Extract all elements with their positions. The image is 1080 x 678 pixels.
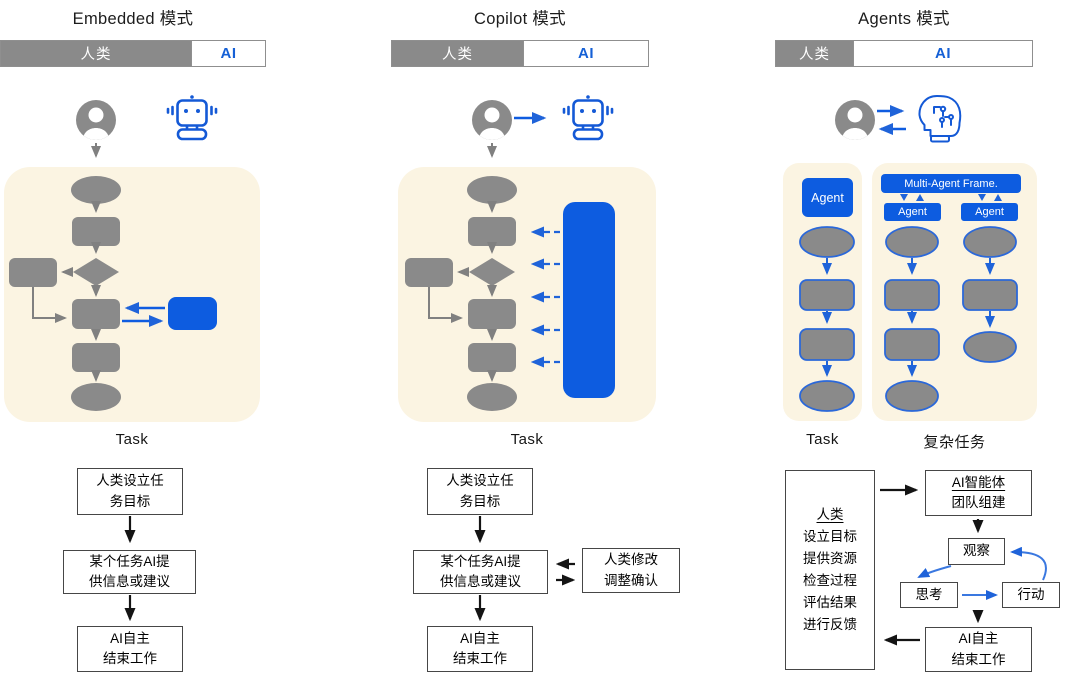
observe-label: 观察 <box>963 543 990 559</box>
human-role-line: 设立目标 <box>803 529 857 545</box>
col1-step2-box: 某个任务AI提 供信息或建议 <box>63 550 196 594</box>
ai-head-icon <box>918 95 962 143</box>
col2-human-label: 人类 <box>442 47 473 63</box>
step-line: 供信息或建议 <box>89 574 170 589</box>
human-role-title: 人类 <box>816 507 844 523</box>
col1-human-segment: 人类 <box>1 41 191 66</box>
human-role-line: 提供资源 <box>803 551 857 567</box>
col2-step1-box: 人类设立任 务目标 <box>427 468 533 515</box>
col3-ratio-bar: 人类 AI <box>775 40 1033 67</box>
step-line: 调整确认 <box>604 572 658 588</box>
step-line: 结束工作 <box>103 651 157 666</box>
col3-human-segment: 人类 <box>776 41 853 66</box>
col3-agent-chains <box>799 105 1018 412</box>
col2-task-label: Task <box>510 431 544 448</box>
step-line: 人类设立任 <box>446 473 514 489</box>
col3-task-label: Task <box>806 431 839 448</box>
col3-ai-segment: AI <box>853 41 1032 66</box>
col2-flowchart <box>405 112 615 411</box>
human-role-line: 进行反馈 <box>803 616 857 632</box>
step-line: 人类设立任 <box>96 473 164 489</box>
step-line: 人类修改 <box>604 552 658 568</box>
col1-ai-label: AI <box>220 45 237 62</box>
col3-act-box: 行动 <box>1002 582 1060 608</box>
col1-ai-assist-box <box>168 297 217 330</box>
col3-agent-left-box: Agent <box>884 203 941 221</box>
step-line: 某个任务AI提 <box>89 553 170 569</box>
col1-ratio-bar: 人类 AI <box>0 40 266 67</box>
step-line: 务目标 <box>109 493 151 509</box>
col3-end-work-box: AI自主 结束工作 <box>925 627 1032 672</box>
robot-icon <box>166 95 218 141</box>
step-line: AI智能体 <box>951 474 1006 490</box>
agent-right-label: Agent <box>975 206 1004 218</box>
col2-ai-copilot-bar <box>563 202 615 398</box>
col2-ratio-bar: 人类 AI <box>391 40 649 67</box>
col1-human-label: 人类 <box>80 47 112 63</box>
col2-ai-segment: AI <box>523 41 648 66</box>
col3-human-label: 人类 <box>799 47 830 63</box>
col3-ai-label: AI <box>935 45 951 62</box>
col2-human-adjust-box: 人类修改 调整确认 <box>582 548 680 593</box>
human-role-line: 评估结果 <box>803 594 857 610</box>
col3-complex-task-label: 复杂任务 <box>923 434 986 451</box>
col1-task-panel <box>4 167 260 422</box>
col1-flowchart <box>9 143 217 411</box>
step-line: 团队组建 <box>951 495 1006 510</box>
col2-title: Copilot 模式 <box>474 10 566 28</box>
col1-title: Embedded 模式 <box>72 10 194 28</box>
person-icon <box>76 100 116 140</box>
col3-team-build-box: AI智能体 团队组建 <box>925 470 1032 516</box>
step-line: 某个任务AI提 <box>440 553 521 569</box>
col1-step3-box: AI自主 结束工作 <box>77 626 183 672</box>
col3-title: Agents 模式 <box>858 10 950 28</box>
col3-human-role-box: 人类 设立目标 提供资源 检查过程 评估结果 进行反馈 <box>785 470 875 670</box>
col3-multi-agent-frame: Multi-Agent Frame. <box>881 174 1021 193</box>
robot-icon <box>562 95 614 141</box>
col2-human-segment: 人类 <box>392 41 523 66</box>
col3-agent-right-box: Agent <box>961 203 1018 221</box>
step-line: AI自主 <box>958 631 999 647</box>
step-line: 务目标 <box>459 493 501 509</box>
col1-task-label: Task <box>115 431 149 448</box>
step-line: 供信息或建议 <box>440 574 521 589</box>
person-icon <box>472 100 512 140</box>
multi-agent-frame-label: Multi-Agent Frame. <box>904 177 998 190</box>
bottom-flow-arrows <box>124 484 1047 646</box>
human-role-line: 检查过程 <box>803 573 857 588</box>
person-icon <box>835 100 875 140</box>
col3-observe-box: 观察 <box>948 538 1005 565</box>
act-label: 行动 <box>1017 586 1045 602</box>
think-label: 思考 <box>915 586 943 602</box>
step-line: 结束工作 <box>951 651 1006 667</box>
col3-think-box: 思考 <box>900 582 958 608</box>
step-line: 结束工作 <box>453 651 507 666</box>
step-line: AI自主 <box>460 630 500 646</box>
col1-ai-segment: AI <box>191 41 265 66</box>
col1-step1-box: 人类设立任 务目标 <box>77 468 183 515</box>
single-agent-label: Agent <box>811 190 844 205</box>
col2-ai-label: AI <box>578 45 594 62</box>
agent-left-label: Agent <box>898 206 927 218</box>
col2-step2-box: 某个任务AI提 供信息或建议 <box>413 550 548 594</box>
step-line: AI自主 <box>110 630 150 646</box>
col3-single-agent-box: Agent <box>802 178 853 217</box>
col2-step3-box: AI自主 结束工作 <box>427 626 533 672</box>
